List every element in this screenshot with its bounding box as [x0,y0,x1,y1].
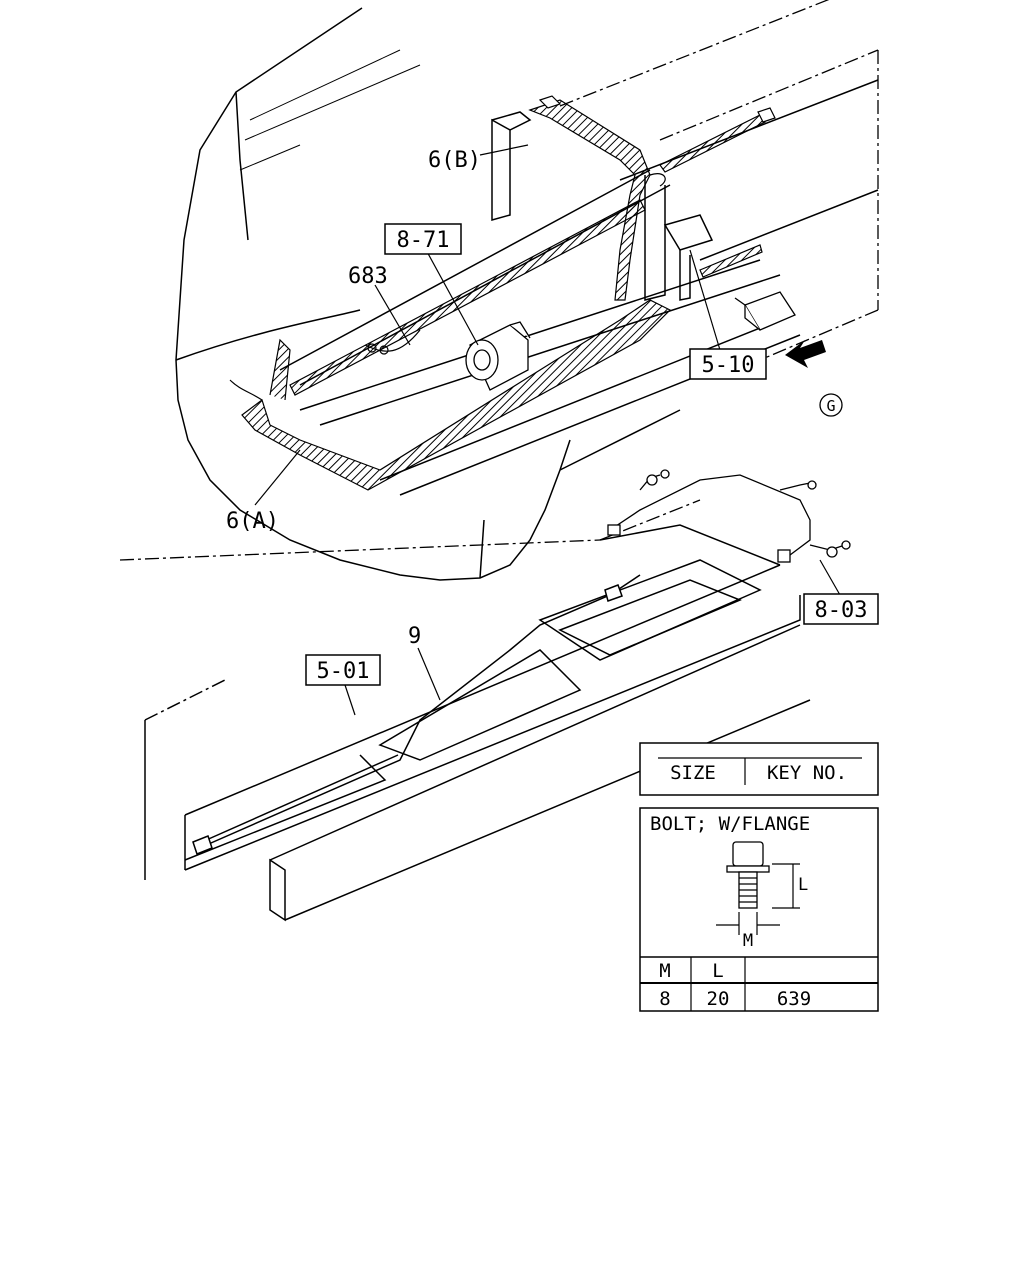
col-m-header: M [659,960,670,982]
ref-871-label: 8-71 [397,228,450,253]
ref-683-label: 683 [348,264,388,289]
harness-683 [289,199,646,396]
bolt-title: BOLT; W/FLANGE [650,813,810,835]
leader-lines [254,144,841,716]
callout-6a: 6(A) [226,509,279,534]
callout-683: 683 [348,264,388,289]
dim-l-label: L [798,875,808,895]
lower-frame [144,524,811,922]
harness-6a [229,299,672,491]
sensor-871 [465,321,531,391]
crossmember [491,111,714,301]
row-key-value: 639 [777,988,811,1010]
ref-803-label: 8-03 [815,598,868,623]
harness-6b [528,95,666,301]
callout-510: 5-10 [689,348,767,380]
row-l-value: 20 [707,988,730,1010]
ref-510-label: 5-10 [702,353,755,378]
row-m-value: 8 [659,988,670,1010]
ref-6a-label: 6(A) [226,509,279,534]
ref-9-label: 9 [408,624,421,649]
callout-6b: 6(B) [428,148,481,173]
size-keyno-header: SIZE KEY NO. [639,742,879,796]
ref-6b-label: 6(B) [428,148,481,173]
bolt-icon [726,841,770,909]
keyno-header: KEY NO. [767,762,847,784]
harness-803 [607,469,851,563]
col-l-header: L [712,960,723,982]
cable-9 [192,574,641,855]
cab-outline [175,7,681,581]
bolt-spec-table: BOLT; W/FLANGE L M M L 8 [639,807,879,1012]
callout-9: 9 [408,624,421,649]
dimension-lines [716,863,800,935]
size-header: SIZE [670,762,716,784]
frame-boundary [119,0,879,561]
callout-803: 8-03 [803,593,879,625]
harness-upper-right [659,107,776,278]
callout-501: 5-01 [305,654,381,686]
dim-m-label: M [743,931,753,951]
view-arrow-g: G [785,340,843,417]
ref-501-label: 5-01 [317,659,370,684]
callout-871: 8-71 [384,223,462,255]
connector-box [734,291,796,331]
ref-g-label: G [826,397,835,415]
